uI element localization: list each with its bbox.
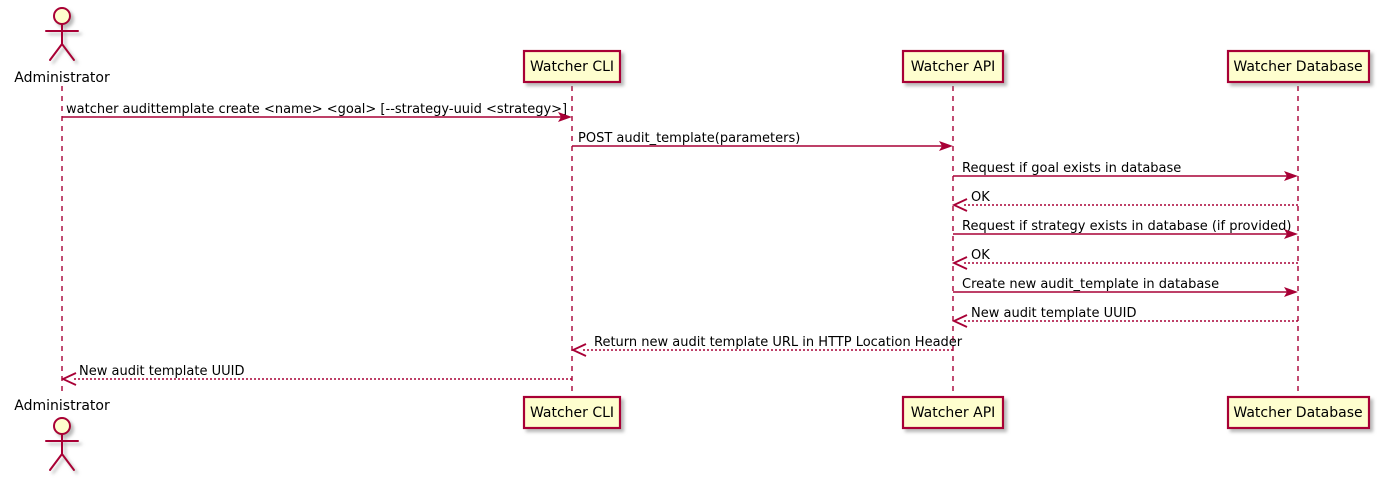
participant-box-rect xyxy=(522,49,622,84)
actor-head-icon xyxy=(53,7,71,25)
message-arrowhead-10 xyxy=(60,372,77,386)
message-label-8: New audit template UUID xyxy=(971,306,1136,321)
message-7[interactable]: Create new audit_template in database xyxy=(953,277,1298,297)
message-arrowhead-7 xyxy=(1284,287,1298,297)
message-9[interactable]: Return new audit template URL in HTTP Lo… xyxy=(570,335,963,357)
message-label-10: New audit template UUID xyxy=(79,364,244,379)
participant-box-watcher-cli-bottom[interactable]: Watcher CLI xyxy=(522,395,622,430)
participant-label-watcher-cli-top: Watcher CLI xyxy=(530,59,614,75)
message-label-4: OK xyxy=(971,190,990,205)
message-6[interactable]: OK xyxy=(951,248,1298,270)
participant-box-watcher-cli-top[interactable]: Watcher CLI xyxy=(522,49,622,84)
participant-box-rect xyxy=(1226,395,1371,430)
message-4[interactable]: OK xyxy=(951,190,1298,212)
message-arrowhead-6 xyxy=(951,256,968,270)
message-2[interactable]: POST audit_template(parameters) xyxy=(572,131,953,151)
participant-label-watcher-cli-bottom: Watcher CLI xyxy=(530,405,614,421)
message-arrowhead-5 xyxy=(1284,229,1298,239)
participant-label-watcher-api-bottom: Watcher API xyxy=(911,405,996,421)
actor-label-administrator-top: Administrator xyxy=(14,70,110,86)
message-label-2: POST audit_template(parameters) xyxy=(578,131,800,146)
participant-box-watcher-api-top[interactable]: Watcher API xyxy=(901,49,1005,84)
message-5[interactable]: Request if strategy exists in database (… xyxy=(953,219,1298,239)
participant-box-rect xyxy=(901,395,1005,430)
message-label-1: watcher audittemplate create <name> <goa… xyxy=(66,102,567,117)
message-arrowhead-1 xyxy=(558,112,572,122)
actor-head-icon xyxy=(53,417,71,435)
participant-label-watcher-api-top: Watcher API xyxy=(911,59,996,75)
message-label-7: Create new audit_template in database xyxy=(962,277,1219,292)
message-3[interactable]: Request if goal exists in database xyxy=(953,161,1298,181)
message-arrowhead-2 xyxy=(939,141,953,151)
participant-box-rect xyxy=(1226,49,1371,84)
participant-box-rect xyxy=(522,395,622,430)
message-10[interactable]: New audit template UUID xyxy=(60,364,572,386)
participant-label-watcher-database-top: Watcher Database xyxy=(1233,59,1362,75)
message-arrowhead-8 xyxy=(951,314,968,328)
actor-leg-right-icon xyxy=(61,43,75,61)
actor-leg-left-icon xyxy=(49,43,63,61)
actor-administrator-top[interactable]: Administrator xyxy=(14,7,110,86)
message-label-5: Request if strategy exists in database (… xyxy=(962,219,1291,234)
participant-box-rect xyxy=(901,49,1005,84)
message-arrowhead-9 xyxy=(570,343,587,357)
actor-label-administrator-bottom: Administrator xyxy=(14,398,110,414)
actor-leg-left-icon xyxy=(49,453,63,471)
message-8[interactable]: New audit template UUID xyxy=(951,306,1298,328)
message-label-3: Request if goal exists in database xyxy=(962,161,1181,176)
message-label-6: OK xyxy=(971,248,990,263)
actor-leg-right-icon xyxy=(61,453,75,471)
actor-administrator-bottom[interactable]: Administrator xyxy=(14,398,110,471)
lifelines-group xyxy=(61,86,1299,396)
participant-label-watcher-database-bottom: Watcher Database xyxy=(1233,405,1362,421)
participant-box-watcher-api-bottom[interactable]: Watcher API xyxy=(901,395,1005,430)
message-1[interactable]: watcher audittemplate create <name> <goa… xyxy=(62,102,572,122)
message-label-9: Return new audit template URL in HTTP Lo… xyxy=(594,335,963,350)
participant-box-watcher-database-top[interactable]: Watcher Database xyxy=(1226,49,1371,84)
participant-box-watcher-database-bottom[interactable]: Watcher Database xyxy=(1226,395,1371,430)
message-arrowhead-3 xyxy=(1284,171,1298,181)
message-arrowhead-4 xyxy=(951,198,968,212)
